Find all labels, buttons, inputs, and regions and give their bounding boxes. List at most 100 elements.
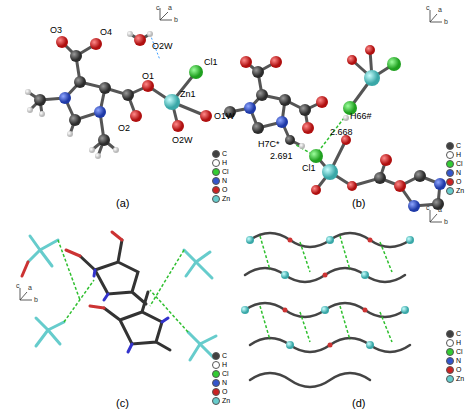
legend-text: H — [222, 361, 227, 368]
legend-entry: C — [446, 330, 461, 338]
legend-text: C — [222, 352, 227, 359]
legend-swatch — [212, 177, 220, 185]
legend-text: Zn — [222, 397, 230, 404]
legend-entry: H — [212, 159, 227, 167]
legend-text: C — [456, 142, 461, 149]
legend-swatch — [446, 375, 454, 383]
atom-label: 2.668 — [330, 128, 353, 137]
atom-label: H66# — [350, 112, 372, 121]
legend-entry: C — [212, 352, 227, 360]
legend-swatch — [212, 195, 220, 203]
legend-swatch — [446, 187, 454, 195]
legend-entry: Zn — [446, 375, 464, 383]
atom-label: O2 — [118, 124, 130, 133]
legend-text: O — [222, 186, 227, 193]
axis-label: c — [426, 204, 430, 211]
axis-label: c — [426, 4, 430, 11]
legend-entry: Cl — [212, 168, 229, 176]
axis-label: b — [174, 16, 178, 23]
axis-label: b — [444, 18, 448, 25]
legend-swatch — [446, 357, 454, 365]
panel-caption: (b) — [352, 198, 365, 209]
legend-swatch — [446, 348, 454, 356]
legend-text: N — [456, 357, 461, 364]
legend-entry: C — [446, 142, 461, 150]
legend-text: O — [456, 366, 461, 373]
axis-label: b — [34, 296, 38, 303]
legend-swatch — [446, 339, 454, 347]
legend-entry: N — [212, 177, 227, 185]
legend-entry: H — [446, 151, 461, 159]
legend-entry: Zn — [212, 195, 230, 203]
axis-label: a — [28, 284, 32, 291]
panel-caption: (d) — [352, 398, 365, 409]
legend-text: N — [456, 169, 461, 176]
legend-swatch — [212, 150, 220, 158]
axis-label: a — [438, 6, 442, 13]
legend-entry: Cl — [446, 348, 463, 356]
atom-label: O1W — [214, 112, 235, 121]
panel-caption: (a) — [116, 198, 129, 209]
legend-text: Cl — [456, 160, 463, 167]
legend-entry: Zn — [446, 187, 464, 195]
legend-swatch — [446, 160, 454, 168]
legend-text: Zn — [456, 375, 464, 382]
legend-swatch — [446, 169, 454, 177]
legend-text: H — [456, 151, 461, 158]
legend-entry: Cl — [212, 370, 229, 378]
legend-entry: N — [212, 379, 227, 387]
legend-swatch — [446, 142, 454, 150]
legend-text: C — [222, 150, 227, 157]
legend-swatch — [212, 370, 220, 378]
legend-text: Zn — [456, 187, 464, 194]
legend-text: O — [222, 388, 227, 395]
legend-swatch — [212, 186, 220, 194]
legend-entry: O — [212, 186, 227, 194]
axis-label: c — [156, 4, 160, 11]
atom-label: O1 — [142, 72, 154, 81]
axis-label: c — [16, 282, 20, 289]
legend-entry: O — [212, 388, 227, 396]
legend-swatch — [446, 178, 454, 186]
atom-label: O3 — [50, 26, 62, 35]
legend-entry: C — [212, 150, 227, 158]
legend-text: O — [456, 178, 461, 185]
legend-swatch — [212, 397, 220, 405]
atom-label: 2.691 — [270, 152, 293, 161]
legend-text: N — [222, 379, 227, 386]
atom-label: O2W — [172, 136, 193, 145]
legend-swatch — [212, 361, 220, 369]
atom-label: Cl1 — [302, 164, 316, 173]
atom-label: Cl1 — [204, 58, 218, 67]
axis-label: a — [168, 4, 172, 11]
legend-entry: H — [212, 361, 227, 369]
legend-entry: H — [446, 339, 461, 347]
legend-swatch — [446, 330, 454, 338]
legend-swatch — [212, 379, 220, 387]
legend-swatch — [446, 151, 454, 159]
atom-label: Zn1 — [180, 90, 196, 99]
axis-label: a — [438, 206, 442, 213]
legend-swatch — [212, 159, 220, 167]
legend-text: Cl — [456, 348, 463, 355]
legend-entry: Cl — [446, 160, 463, 168]
legend-entry: N — [446, 169, 461, 177]
legend-text: N — [222, 177, 227, 184]
legend-swatch — [446, 366, 454, 374]
panel-caption: (c) — [116, 398, 129, 409]
legend-entry: Zn — [212, 397, 230, 405]
legend-swatch — [212, 388, 220, 396]
legend-text: C — [456, 330, 461, 337]
legend-text: H — [456, 339, 461, 346]
legend-text: H — [222, 159, 227, 166]
atom-label: O2W — [152, 42, 173, 51]
legend-text: Cl — [222, 168, 229, 175]
legend-swatch — [212, 352, 220, 360]
legend-entry: O — [446, 178, 461, 186]
legend-text: Zn — [222, 195, 230, 202]
axis-label: b — [444, 218, 448, 225]
legend-entry: O — [446, 366, 461, 374]
legend-entry: N — [446, 357, 461, 365]
